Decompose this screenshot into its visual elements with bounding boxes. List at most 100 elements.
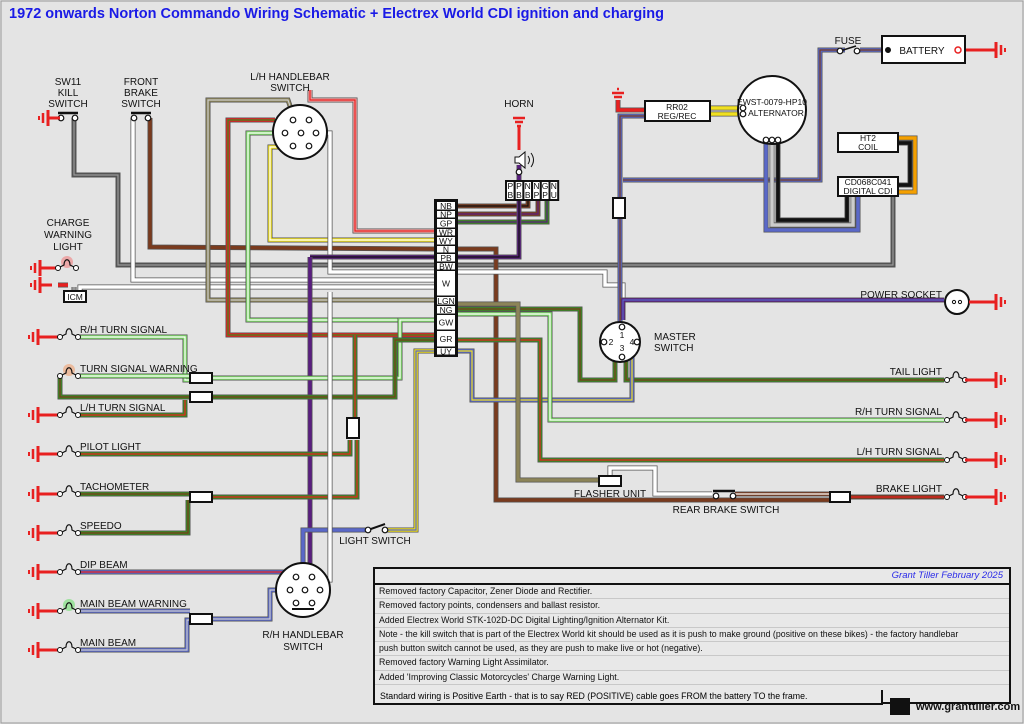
terminal <box>57 647 63 653</box>
connector-code: W <box>442 279 450 289</box>
connector-code: WY <box>439 236 453 246</box>
wire-tsw-lh <box>57 376 190 400</box>
lh-switch-terminal <box>289 116 297 124</box>
fuse-terminal <box>836 47 844 55</box>
terminal <box>944 417 950 423</box>
wire-w-main <box>131 118 436 282</box>
master-switch-terminal <box>618 323 626 331</box>
terminal <box>75 491 81 497</box>
note-line: Added Electrex World STK-102D-DC Digital… <box>375 614 1009 628</box>
connector-cell <box>437 211 455 218</box>
lh-handlebar-switch-label: SWITCH <box>270 83 309 94</box>
wire-alt-u-main <box>764 143 860 232</box>
charge-warning-light-label: CHARGE <box>47 218 90 229</box>
regulator-label: RR02 <box>666 102 688 112</box>
wire-wr-tracer <box>309 90 436 232</box>
connector-cell <box>437 246 455 253</box>
bulb-filament <box>946 371 966 381</box>
wire-lh-left-tracer <box>212 339 436 398</box>
wire-ng <box>456 306 618 383</box>
alternator-terminal <box>774 136 782 144</box>
battery-label: BATTERY <box>899 46 945 57</box>
bullet-connector <box>189 613 213 625</box>
horn-label: HORN <box>504 99 533 110</box>
horn-connector-cell <box>548 180 560 201</box>
wire-n-main <box>148 118 437 251</box>
kill_switch-terminal <box>71 114 79 122</box>
front_brake_switch-terminal <box>130 114 138 122</box>
lamp-label: MAIN BEAM WARNING <box>80 599 187 610</box>
connector-cell <box>437 315 455 330</box>
socket-pin <box>951 299 957 305</box>
wire-to-fuse-tracer <box>623 49 845 181</box>
connector-cell <box>437 331 455 347</box>
wire-power-socket-main <box>621 298 944 320</box>
wire-rh-turn-main <box>456 312 944 422</box>
connector-cell <box>437 254 455 262</box>
rh-switch-terminal <box>316 586 324 594</box>
bulb-filament <box>946 488 966 498</box>
battery-positive-terminal <box>954 46 962 54</box>
bulb-filament <box>946 451 966 461</box>
connector-cell <box>437 202 455 210</box>
wire-light-switch-u-main <box>301 528 367 570</box>
connector-cell <box>437 229 455 236</box>
wire-w-master-main <box>456 270 625 320</box>
front_brake_switch-label: SWITCH <box>121 99 160 110</box>
wire-uy-tracer <box>456 342 633 401</box>
terminal <box>55 265 61 271</box>
lamp-label: TACHOMETER <box>80 482 149 493</box>
wire-light-switch-y-tracer <box>385 350 436 531</box>
wire-rh-turn-left-tracer <box>80 336 190 381</box>
battery-ground-icon <box>984 42 1006 58</box>
wire-gp-tracer <box>456 200 548 223</box>
connector-code: NB <box>440 201 452 211</box>
wire-alt-w-main <box>770 143 855 227</box>
tiller-logo <box>890 698 910 715</box>
terminal <box>75 647 81 653</box>
terminal <box>944 457 950 463</box>
wire-tsw-2 <box>212 317 436 381</box>
coil-label: HT2 <box>860 133 876 143</box>
kill_switch-label: KILL <box>58 88 79 99</box>
wire-bw-tracer <box>73 118 436 266</box>
website-link[interactable]: www.granttiller.com <box>916 700 1021 713</box>
lamp-bulb-icon <box>57 641 81 653</box>
coil-box <box>837 132 899 153</box>
wire-coil-b-main <box>898 141 912 187</box>
terminal <box>75 412 81 418</box>
socket-pin <box>957 299 963 305</box>
light-switch-terminal <box>381 526 389 534</box>
horn-connector-code: P <box>542 190 548 200</box>
wire-gw <box>245 130 436 323</box>
lamp-bulb-icon <box>57 524 81 536</box>
bullet-connector <box>189 391 213 403</box>
terminal <box>75 569 81 575</box>
rh-switch-terminal <box>292 599 300 607</box>
horn-connector-code: P <box>534 190 540 200</box>
note-line: Note - the kill switch that is part of t… <box>375 628 1009 643</box>
fuse-terminal <box>853 47 861 55</box>
connector-code: BW <box>439 262 453 272</box>
alternator-terminal <box>768 136 776 144</box>
lamp-ground-icon <box>984 489 1006 505</box>
lamp-bulb-icon <box>944 488 968 500</box>
master-switch-label: SWITCH <box>654 343 693 354</box>
lamp-label: SPEEDO <box>80 521 122 532</box>
lamp-label: PILOT LIGHT <box>80 442 141 453</box>
wire-pilot-tracer <box>80 440 351 455</box>
bulb-filament <box>59 641 79 651</box>
alternator-label: EWST-0079-HP10 <box>737 97 807 107</box>
terminal <box>57 608 63 614</box>
lamp-bulb-icon <box>57 328 81 340</box>
wire-lh-turn-left-tracer <box>80 400 186 416</box>
lh-handlebar-switch-label: L/H HANDLEBAR <box>250 72 329 83</box>
wire-alt-b-main <box>776 143 849 222</box>
wire-bw-cdi-tracer <box>436 196 894 266</box>
battery-negative-terminal <box>885 47 891 53</box>
connector-code: GP <box>440 219 453 229</box>
lamp-bulb-icon <box>57 485 81 497</box>
bulb-filament <box>59 445 79 455</box>
wire-rh-turn-tracer <box>456 313 944 421</box>
